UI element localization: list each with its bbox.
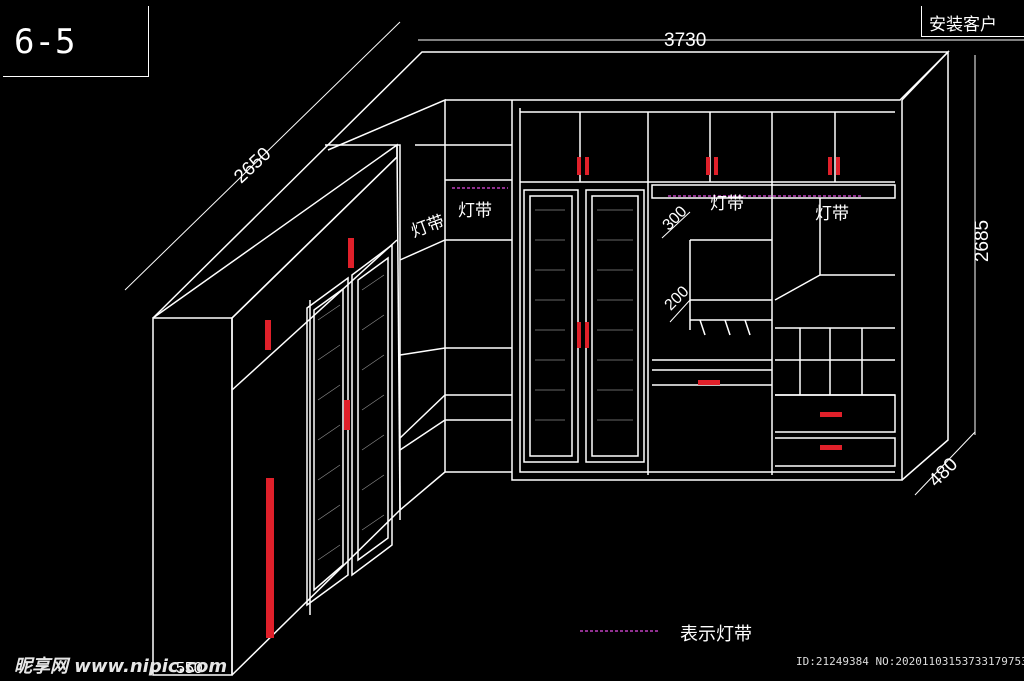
client-title: 安装客户 (929, 15, 997, 35)
dimension-height-total: 2685 (972, 219, 994, 263)
watermark-brand: 昵享网 www.nipic.com (14, 656, 228, 677)
door-handles (265, 157, 842, 638)
light-strip-label-1: 灯带 (458, 201, 492, 221)
glass-hatching (317, 209, 633, 561)
cabinet-outline (152, 50, 950, 676)
watermark-id: ID:21249384 NO:20201103153733179753 (796, 655, 1024, 668)
light-strip-label-3: 灯带 (710, 194, 744, 214)
drawing-number: 6-5 (14, 22, 76, 62)
drawing-number-box (3, 6, 149, 77)
legend-label: 表示灯带 (680, 624, 752, 645)
client-title-box (921, 6, 1024, 37)
light-strips (452, 187, 862, 632)
dimension-width-total: 3730 (664, 30, 707, 51)
dimension-lines (124, 21, 1024, 496)
dimension-bottom-left: 550 (176, 660, 203, 677)
light-strip-label-4: 灯带 (815, 204, 849, 224)
